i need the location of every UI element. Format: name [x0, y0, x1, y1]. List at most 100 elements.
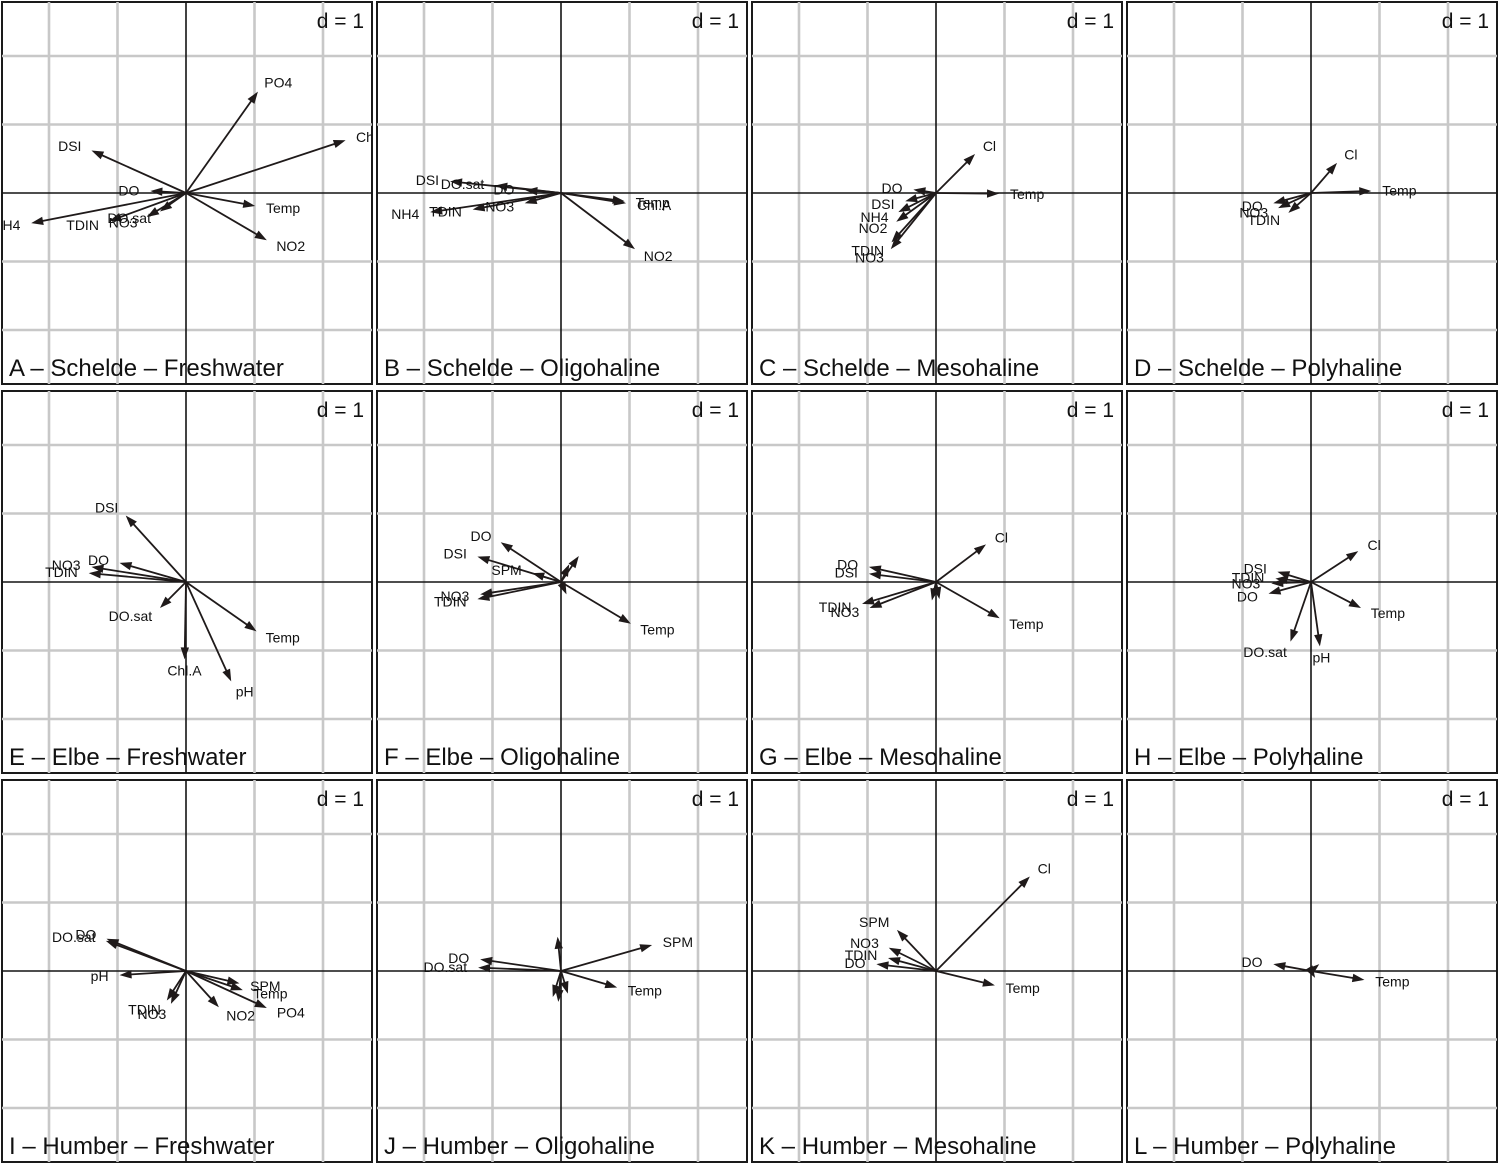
vector-label: DO — [88, 552, 109, 568]
vector-label: Temp — [1006, 980, 1040, 996]
vector-arrow — [88, 570, 187, 583]
panel-title: J – Humber – Oligohaline — [384, 1133, 655, 1160]
scale-label: d = 1 — [1442, 10, 1489, 33]
vector-label: DO — [448, 950, 469, 966]
vector-arrow — [480, 956, 562, 972]
scale-label: d = 1 — [692, 10, 739, 33]
vector-arrow — [1310, 581, 1323, 647]
vector-arrow — [560, 192, 635, 250]
vector-arrow — [91, 150, 187, 194]
vector-label: DO.sat — [109, 608, 153, 624]
vector-label: DO.sat — [441, 176, 485, 192]
vector-label: TDIN — [845, 947, 878, 963]
vector-label: NO3 — [52, 557, 81, 573]
vector-label: DSI — [95, 499, 118, 515]
scale-label: d = 1 — [317, 399, 364, 422]
vector-arrow — [119, 970, 187, 979]
vector-arrow — [888, 947, 937, 972]
vector-arrow — [560, 564, 570, 583]
vector-label: NH4 — [861, 209, 889, 225]
scale-label: d = 1 — [692, 399, 739, 422]
vector-label: NO3 — [440, 588, 469, 604]
vector-label: Temp — [640, 621, 674, 637]
vector-label: Temp — [1009, 616, 1043, 632]
vector-label: SPM — [250, 978, 280, 994]
panel-title: B – Schelde – Oligohaline — [384, 355, 660, 382]
vector-arrow — [125, 515, 187, 583]
vector-label: DO — [844, 955, 865, 971]
scale-label: d = 1 — [1442, 788, 1489, 811]
vector-label: DO — [1242, 198, 1263, 214]
vector-label: DSI — [416, 172, 439, 188]
panel-title: I – Humber – Freshwater — [9, 1133, 274, 1160]
vector-arrow — [560, 970, 569, 994]
panel-title: L – Humber – Polyhaline — [1134, 1133, 1396, 1160]
scale-label: d = 1 — [692, 788, 739, 811]
vector-label: Temp — [1375, 974, 1409, 990]
scale-label: d = 1 — [1067, 399, 1114, 422]
vector-label: DSI — [444, 545, 467, 561]
vector-arrow — [105, 940, 187, 972]
vector-label: DSI — [871, 196, 894, 212]
vector-label: NH4 — [0, 217, 21, 233]
vector-label: pH — [1312, 649, 1330, 665]
vector-label: DO — [471, 528, 492, 544]
vector-label: NO2 — [226, 1007, 255, 1023]
vector-arrow — [862, 581, 937, 605]
vector-label: TDIN — [434, 593, 467, 609]
vector-arrow — [180, 581, 190, 660]
vector-arrow — [1310, 187, 1372, 196]
vector-label: Cl — [995, 530, 1008, 546]
vector-label: DO — [75, 927, 96, 943]
vector-label: Chl.A — [637, 197, 672, 213]
vector-arrow — [1305, 965, 1316, 978]
vector-label: Temp — [1382, 183, 1416, 199]
vector-label: DO.sat — [52, 929, 96, 945]
vector-label: NO2 — [859, 220, 888, 236]
vector-arrow — [478, 963, 562, 973]
vector-label: NO3 — [109, 215, 138, 231]
vector-arrow — [119, 562, 187, 583]
vector-label: TDIN — [851, 242, 884, 258]
vector-arrow — [890, 192, 937, 250]
scale-label: d = 1 — [1067, 10, 1114, 33]
vector-label: TDIN — [66, 217, 99, 233]
vector-label: DO.sat — [107, 210, 151, 226]
vector-arrow — [525, 186, 562, 196]
vector-label: Temp — [1371, 605, 1405, 621]
vector-arrow — [935, 970, 995, 987]
vector-label: Cl — [1038, 861, 1051, 877]
vector-arrow — [150, 187, 187, 196]
panel-title: G – Elbe – Mesohaline — [759, 744, 1002, 771]
panel-title: H – Elbe – Polyhaline — [1134, 744, 1363, 771]
vector-label: pH — [91, 968, 109, 984]
vector-arrow — [935, 153, 976, 194]
vector-label: SPM — [663, 934, 693, 950]
vector-label: DO — [837, 557, 858, 573]
vector-label: TDIN — [128, 1002, 161, 1018]
vector-arrow — [876, 961, 937, 972]
vector-label: NH4 — [391, 206, 419, 222]
vector-arrow — [185, 581, 232, 682]
vector-label: pH — [236, 683, 254, 699]
vector-arrow — [555, 970, 564, 1002]
vector-arrow — [935, 544, 987, 583]
vector-label: Cl — [1367, 537, 1380, 553]
vector-label: TDIN — [429, 203, 462, 219]
vector-label: NO2 — [276, 238, 305, 254]
vector-label: Temp — [636, 195, 670, 211]
vector-label: Temp — [266, 200, 300, 216]
vector-label: Cl — [1344, 147, 1357, 163]
vector-label: Cl — [983, 138, 996, 154]
vector-arrow — [109, 192, 187, 222]
vector-arrow — [477, 581, 562, 601]
vector-arrow — [185, 192, 256, 208]
